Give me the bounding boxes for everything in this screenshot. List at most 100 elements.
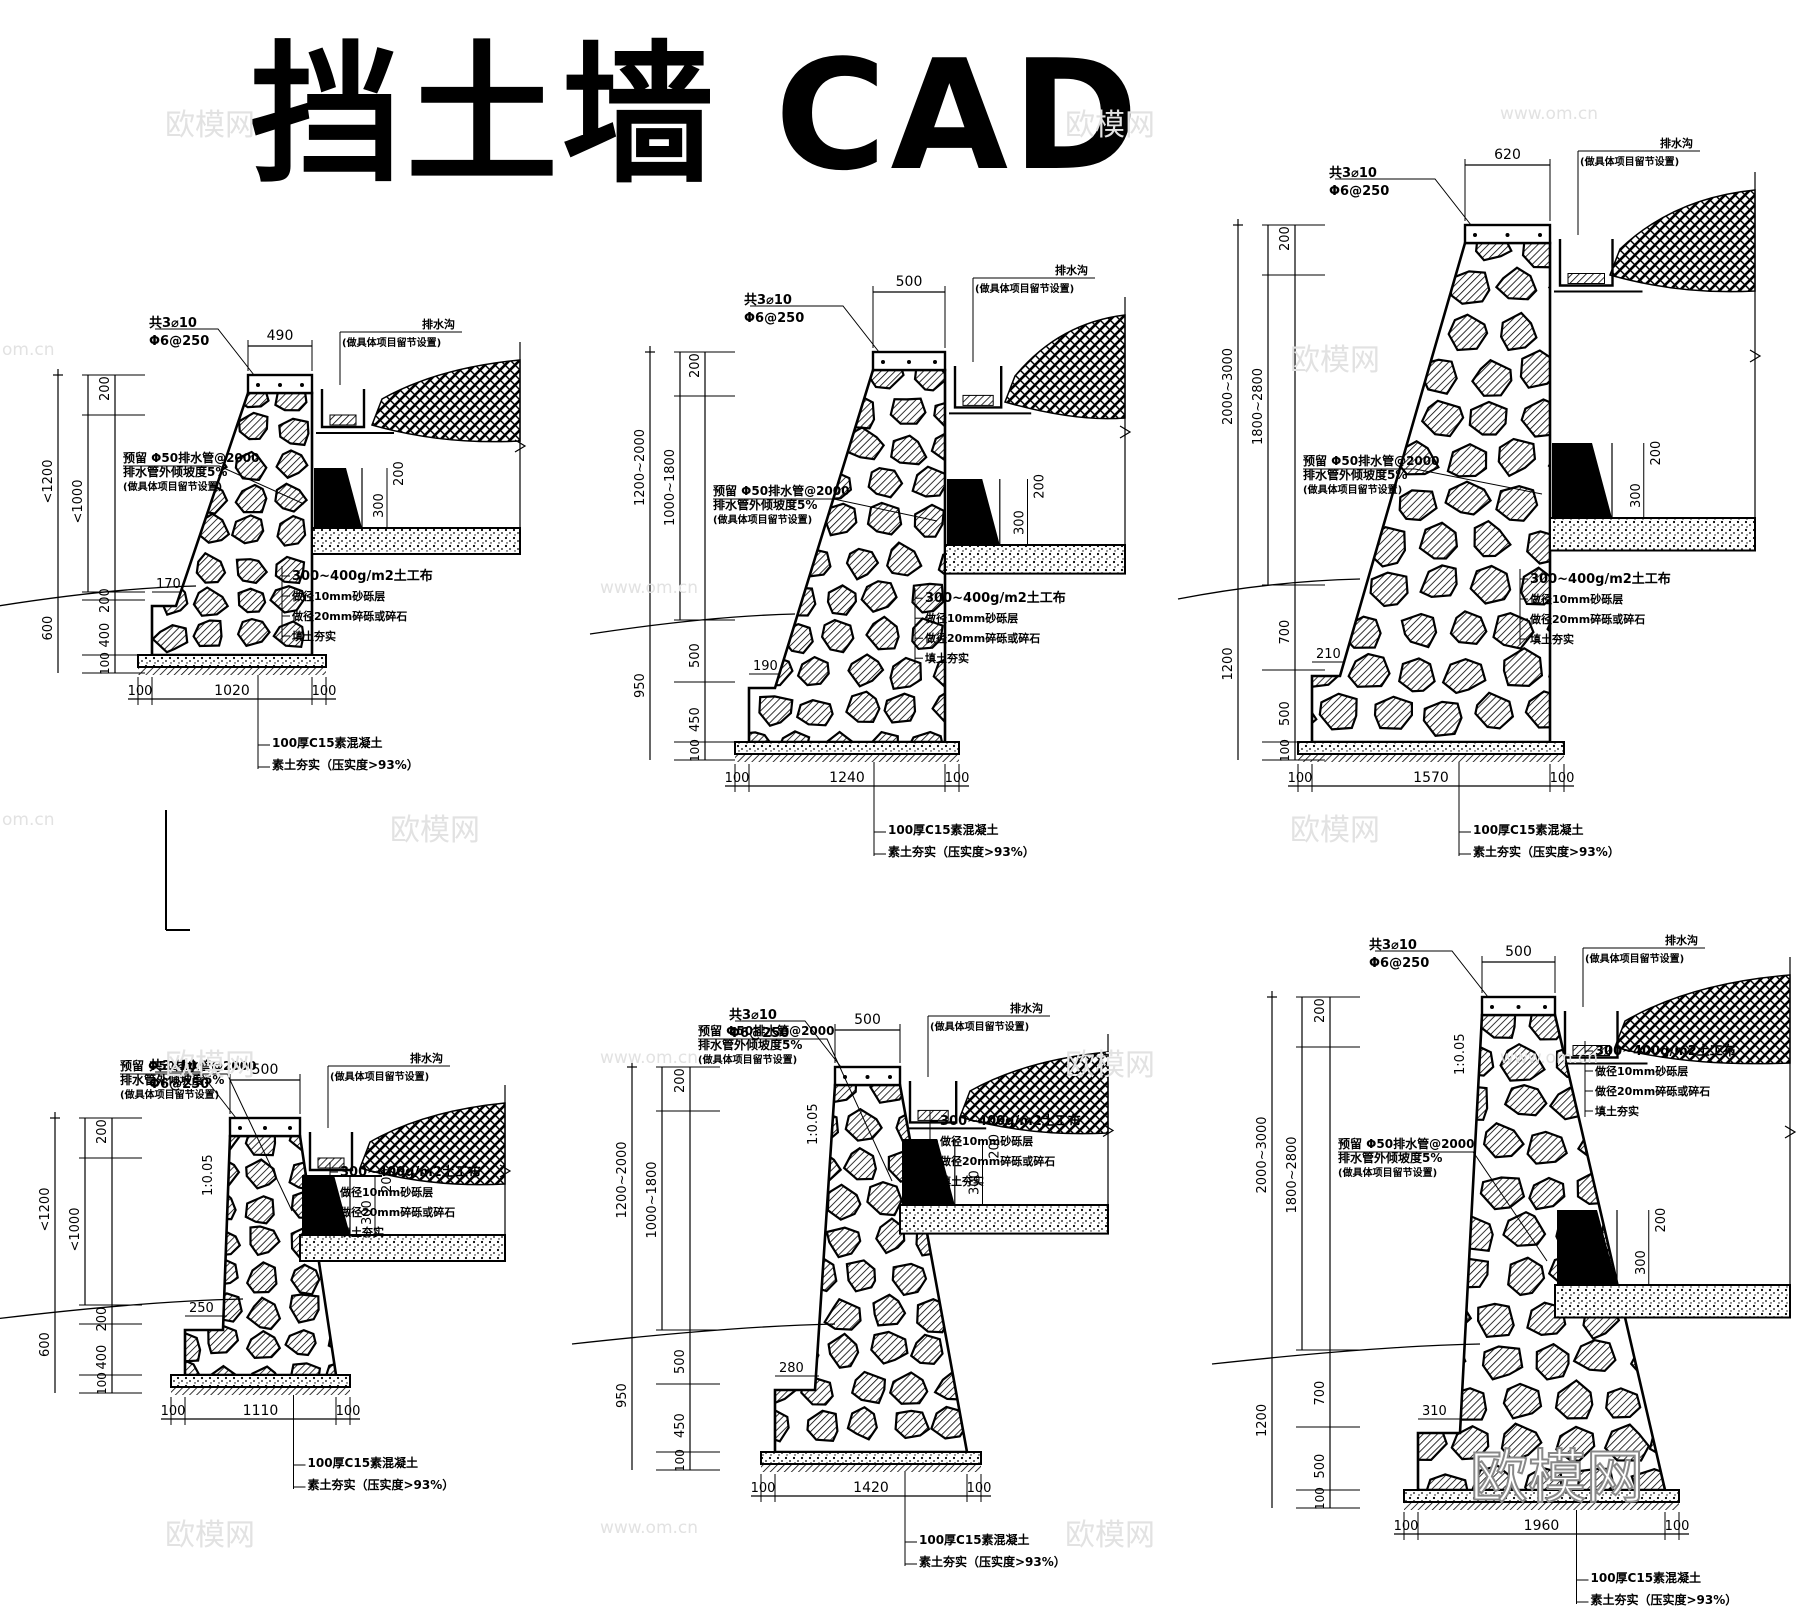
masonry-stone — [1473, 519, 1512, 558]
masonry-stone — [775, 1261, 798, 1292]
masonry-stone — [711, 399, 744, 426]
masonry-stone — [800, 397, 840, 430]
masonry-stone — [236, 617, 271, 648]
retaining-wall-section-a: <1200<1000200600200400100300200490170100… — [0, 315, 527, 772]
dim-label-bury: 600 — [41, 616, 56, 641]
masonry-stone — [1347, 652, 1391, 688]
sand-gravel-layer — [1549, 517, 1756, 552]
base-compacted-soil — [171, 1387, 350, 1395]
dim-label-b3: 100 — [95, 1372, 109, 1395]
note-base-compact: 素土夯实（压实度>93%） — [1473, 844, 1620, 859]
masonry-stone — [741, 1331, 773, 1361]
leader-line — [1335, 178, 1472, 226]
watermark: 欧模网 — [390, 813, 480, 848]
masonry-stone — [1548, 654, 1550, 695]
dim-label-side-right: 100 — [336, 1404, 361, 1419]
masonry-stone — [1620, 1167, 1663, 1202]
masonry-stone — [817, 370, 856, 390]
note-layer-2: 做径20mm碎砾或碎石 — [291, 609, 407, 623]
watermark: om.cn — [2, 340, 55, 360]
rebar-dot — [278, 383, 282, 387]
rebar-dot — [888, 1075, 892, 1079]
dim-label-right-2: 200 — [380, 1168, 395, 1193]
rebar-dot — [1490, 1005, 1494, 1009]
masonry-stone — [1326, 243, 1367, 263]
base-concrete — [1297, 741, 1565, 755]
masonry-stone — [845, 690, 881, 724]
note-ditch-detail: (做具体项目留节设置) — [330, 1070, 429, 1083]
note-batter: 1:0.05 — [201, 1154, 216, 1196]
dim-label-base-width: 1020 — [214, 683, 250, 699]
masonry-stone — [891, 1262, 928, 1297]
masonry-stone — [326, 1296, 336, 1328]
note-drain-ditch: 排水沟 — [410, 1051, 443, 1065]
drain-ditch — [308, 1132, 354, 1172]
dim-label-top: 200 — [1313, 998, 1328, 1023]
masonry-stone — [288, 1362, 322, 1375]
masonry-stone — [1419, 564, 1458, 599]
retaining-wall-section-d: <1200<1000200600200400100300200500250100… — [0, 1051, 512, 1492]
break-mark — [1749, 349, 1762, 363]
masonry-stone — [1422, 700, 1463, 737]
dim-label-side-right: 100 — [312, 684, 337, 699]
note-drain-detail: (做具体项目留节设置) — [123, 480, 222, 493]
dim-label-side-left: 100 — [725, 771, 750, 786]
masonry-stone — [1451, 1387, 1488, 1421]
masonry-stone — [1274, 575, 1308, 610]
note-layer-1: 做径10mm砂砾层 — [1529, 592, 1623, 606]
watermark: www.om.cn — [600, 1048, 699, 1068]
dim-label-top-width: 620 — [1494, 147, 1521, 163]
masonry-stone — [185, 1193, 202, 1224]
masonry-stone — [1497, 437, 1537, 478]
masonry-stone — [1446, 442, 1488, 478]
note-layer-2: 做径20mm碎砾或碎石 — [339, 1205, 455, 1219]
masonry-stone — [742, 1189, 772, 1214]
leader-line — [735, 1020, 842, 1068]
note-drain-ditch: 排水沟 — [422, 317, 455, 331]
leader-line — [120, 1073, 293, 1212]
note-layer-3: 填土夯实 — [940, 1174, 984, 1188]
masonry-stone — [1528, 1176, 1566, 1211]
watermark: www.om.cn — [600, 578, 699, 598]
note-drain-slope: 排水管外倾坡度5% — [713, 497, 817, 512]
rebar-dot — [865, 1075, 870, 1079]
note-drain-detail: (做具体项目留节设置) — [713, 513, 812, 526]
masonry-stone — [783, 1297, 820, 1328]
gravel-filter-block — [947, 479, 1000, 545]
masonry-stone — [1555, 1425, 1596, 1463]
note-coping-stirrup: Φ6@250 — [149, 334, 209, 349]
masonry-stone — [753, 542, 787, 579]
note-drain-detail: (做具体项目留节设置) — [120, 1088, 219, 1101]
dim-label-right-2: 200 — [1033, 474, 1048, 499]
watermark: www.om.cn — [1500, 104, 1599, 124]
masonry-stone — [1447, 313, 1489, 352]
dim-label-height-total: 1200~2000 — [615, 1141, 630, 1218]
masonry-stone — [207, 1364, 239, 1375]
dim-label-top: 200 — [673, 1068, 688, 1093]
note-layer-1: 做径10mm砂砾层 — [339, 1185, 433, 1199]
masonry-stone — [185, 1263, 199, 1294]
masonry-stone — [775, 1107, 792, 1138]
note-base-concrete: 100厚C15素混凝土 — [888, 822, 999, 837]
dim-label-height-mid: 1800~2800 — [1285, 1136, 1300, 1213]
dim-label-height-total: <1200 — [41, 460, 56, 504]
masonry-stone — [235, 558, 269, 585]
masonry-stone — [1316, 527, 1360, 568]
masonry-stone — [158, 393, 190, 410]
masonry-stone — [1524, 1466, 1563, 1490]
masonry-stone — [931, 687, 945, 725]
masonry-stone — [237, 411, 269, 441]
dim-label-base-width: 1110 — [243, 1403, 279, 1419]
dim-label-side-left: 100 — [1288, 771, 1313, 786]
drain-ditch-bed — [317, 1157, 345, 1169]
masonry-stone — [866, 501, 903, 536]
masonry-stone — [210, 1292, 243, 1323]
masonry-stone — [937, 549, 945, 576]
watermark: 欧模网 — [1065, 1048, 1155, 1083]
masonry-stone — [907, 730, 945, 742]
masonry-stone — [1420, 399, 1465, 438]
masonry-stone — [192, 393, 225, 417]
leader-line — [750, 305, 880, 353]
masonry-stone — [1418, 1345, 1419, 1378]
masonry-stone — [1396, 269, 1435, 306]
